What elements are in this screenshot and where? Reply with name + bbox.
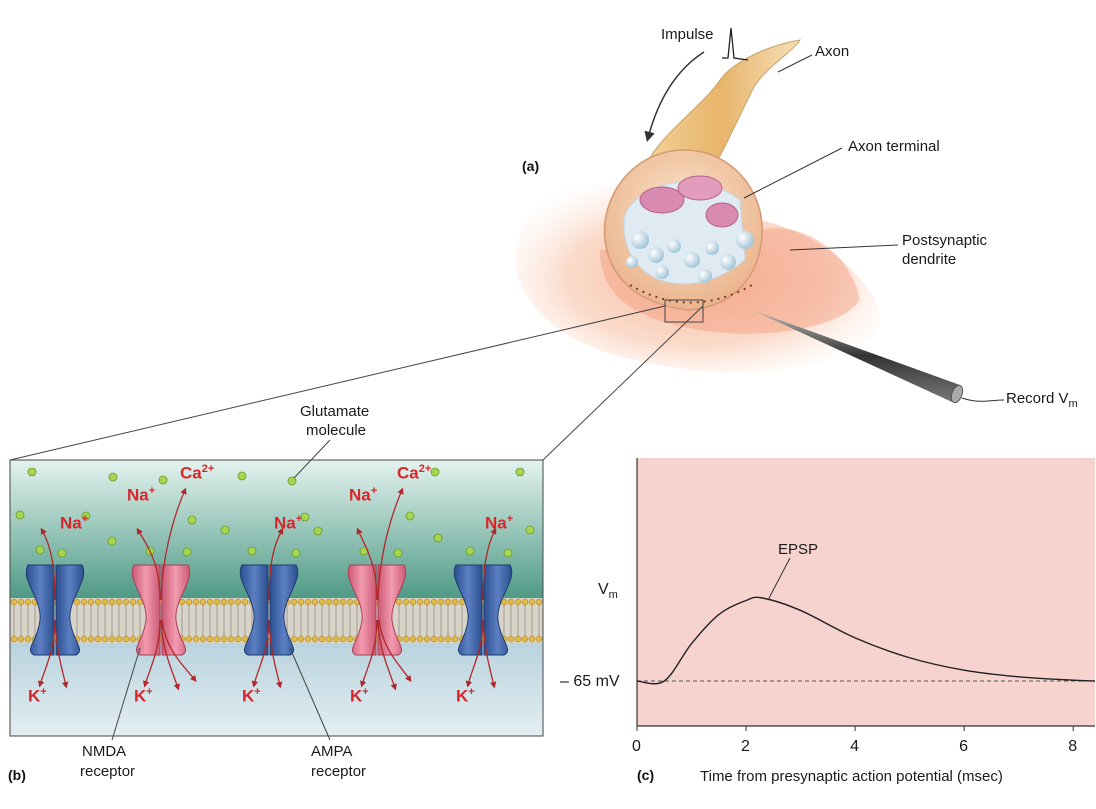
x-tick-label: 8 xyxy=(1068,738,1078,755)
ampa-receptor-2 xyxy=(239,564,299,656)
ampa-label-1: AMPA xyxy=(311,743,353,760)
ampa-leader xyxy=(289,647,331,741)
ion-na-2: Na+ xyxy=(127,485,156,505)
axon-label: Axon xyxy=(815,43,850,60)
ampa-receptor-1 xyxy=(25,564,85,656)
ion-k-3: K+ xyxy=(242,686,261,706)
x-tick-label: 4 xyxy=(850,738,859,755)
epsp-chart xyxy=(636,458,1096,731)
baseline-label: – 65 mV xyxy=(560,673,620,690)
dendrite-leader xyxy=(789,244,899,251)
glutamate-leader xyxy=(293,439,331,479)
x-tick-label: 2 xyxy=(741,738,750,755)
dendrite-label: dendrite xyxy=(902,251,957,268)
recording-electrode xyxy=(752,310,1005,404)
ion-k-4: K+ xyxy=(350,686,369,706)
axon-terminal-label: Axon terminal xyxy=(848,138,940,155)
nmda-label-1: NMDA xyxy=(82,743,127,760)
glutamate-molecules xyxy=(15,467,535,558)
nmda-leader xyxy=(111,647,141,741)
ion-na-5: Na+ xyxy=(485,513,514,533)
nmda-receptor-2 xyxy=(347,564,407,656)
panel-b-label: (b) xyxy=(8,767,26,783)
chart-ylabel: Vm xyxy=(598,581,618,602)
nmda-label-2: receptor xyxy=(80,763,136,780)
chart-background xyxy=(637,458,1095,726)
nmda-receptor-1 xyxy=(131,564,191,656)
zoom-line-left xyxy=(9,305,666,461)
ion-k-5: K+ xyxy=(456,686,475,706)
chart-xlabel: Time from presynaptic action potential (… xyxy=(700,768,1003,785)
ion-k-2: K+ xyxy=(134,686,153,706)
ion-na-3: Na+ xyxy=(274,513,303,533)
x-tick-label: 0 xyxy=(632,738,641,755)
ampa-receptor-3 xyxy=(453,564,513,656)
panel-a-label: (a) xyxy=(522,158,540,174)
ion-k-1: K+ xyxy=(28,686,47,706)
ion-ca-1: Ca2+ xyxy=(180,463,215,483)
panel-c-label: (c) xyxy=(637,767,655,783)
axon-terminal xyxy=(603,149,763,311)
epsp-leader xyxy=(767,557,791,601)
axon-terminal-leader xyxy=(743,147,843,199)
zoom-box xyxy=(664,299,704,323)
x-tick-label: 6 xyxy=(959,738,969,755)
record-vm-label: Record Vm xyxy=(1006,390,1078,410)
ion-na-4: Na+ xyxy=(349,485,378,505)
epsp-label: EPSP xyxy=(778,541,819,558)
ampa-label-2: receptor xyxy=(311,763,367,780)
axon-leader xyxy=(777,54,813,73)
ion-flow-arrows xyxy=(37,487,497,691)
glutamate-label-1: Glutamate xyxy=(300,403,370,420)
impulse-arrow xyxy=(644,51,705,143)
epsp-curve xyxy=(636,596,1096,685)
impulse-label: Impulse xyxy=(661,26,714,43)
glutamate-label-2: molecule xyxy=(306,422,367,439)
impulse-trace xyxy=(722,27,749,61)
ion-ca-2: Ca2+ xyxy=(397,463,432,483)
ion-na-1: Na+ xyxy=(60,513,89,533)
zoom-line-right xyxy=(542,305,704,461)
postsynaptic-label: Postsynaptic xyxy=(902,232,988,249)
